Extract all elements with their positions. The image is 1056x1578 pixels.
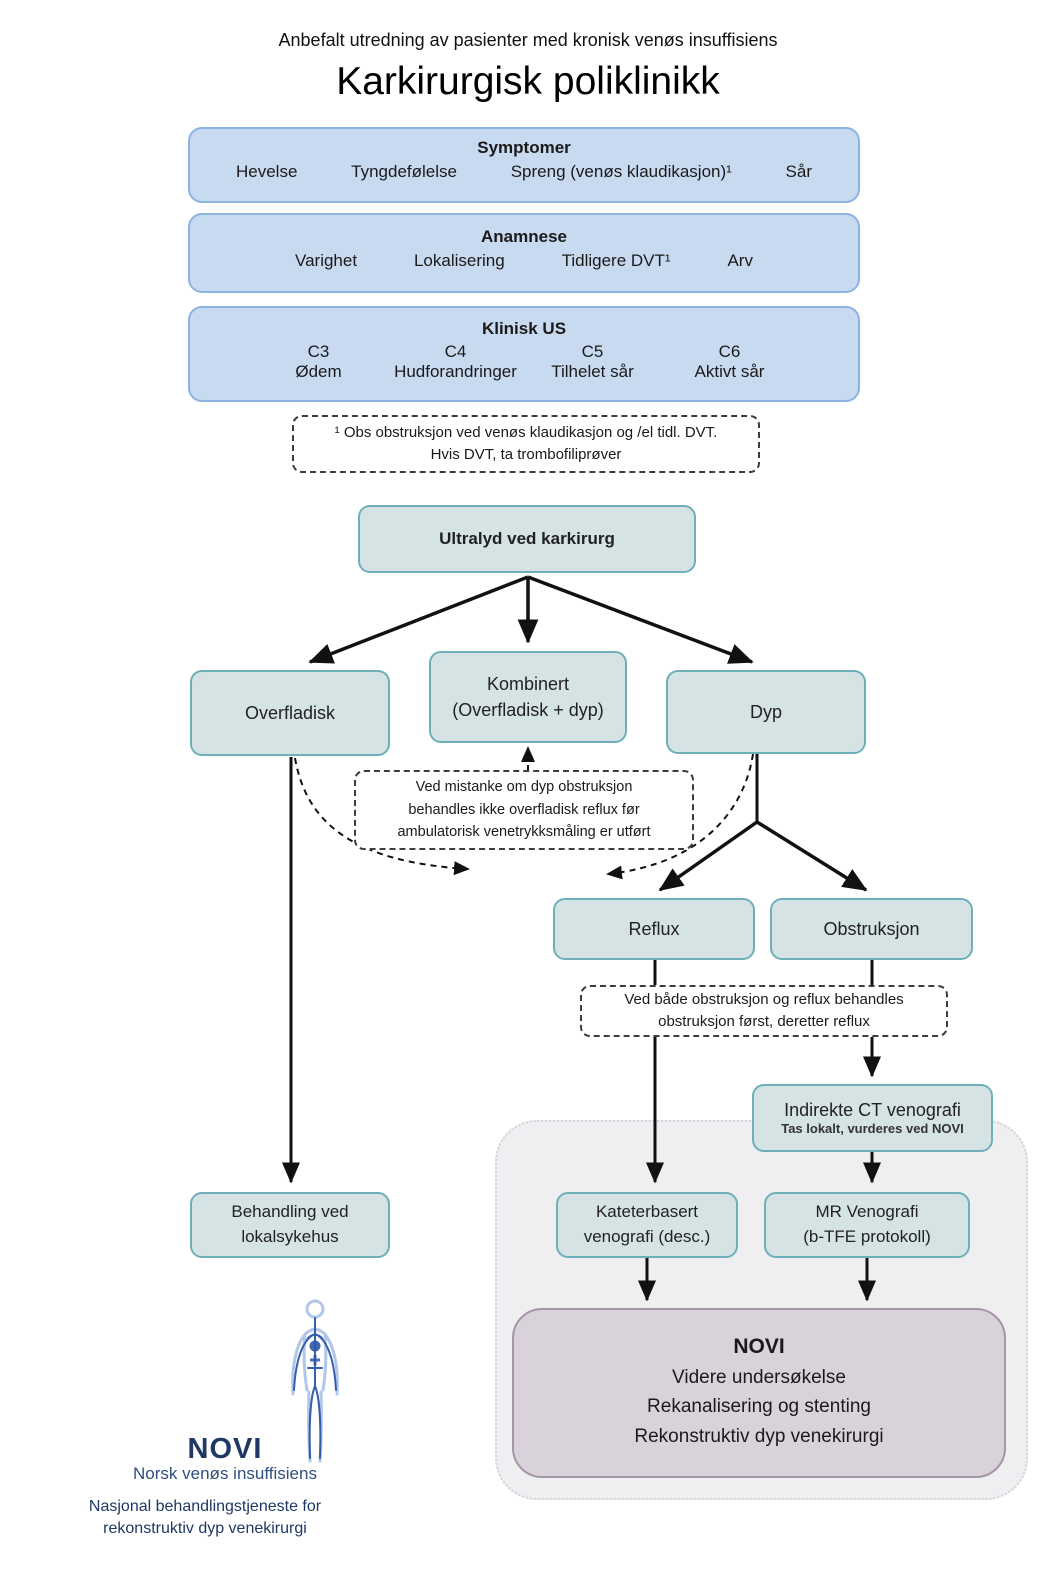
klinisk-label: Ødem xyxy=(295,362,342,381)
novi-tagline-line: Nasjonal behandlingstjeneste for xyxy=(88,1498,322,1515)
note-line: ambulatorisk venetrykksmåling er utført xyxy=(397,824,651,841)
novi-logo-tagline: Nasjonal behandlingstjeneste for rekonst… xyxy=(55,1496,355,1541)
mr-line: MR Venografi xyxy=(815,1202,919,1222)
klinisk-us-box: Klinisk US C3 Ødem C4 Hudforandringer C5… xyxy=(188,306,860,402)
anamnese-item: Arv xyxy=(727,251,753,270)
symptom-item: Spreng (venøs klaudikasjon)¹ xyxy=(510,162,732,181)
page-title: Karkirurgisk poliklinikk xyxy=(336,60,720,103)
klinisk-col-c4: C4 Hudforandringer xyxy=(387,342,524,382)
kombinert-box: Kombinert (Overfladisk + dyp) xyxy=(429,651,627,743)
symptom-item: Hevelse xyxy=(236,162,298,181)
klinisk-code: C3 xyxy=(307,342,330,361)
klinisk-label: Aktivt sår xyxy=(694,362,765,381)
note-line: obstruksjon først, deretter reflux xyxy=(658,1013,870,1030)
page-subtitle: Anbefalt utredning av pasienter med kron… xyxy=(278,30,778,50)
kateter-line: Kateterbasert xyxy=(595,1202,699,1222)
ct-venografi-subtitle: Tas lokalt, vurderes ved NOVI xyxy=(781,1121,964,1136)
anamnese-item: Lokalisering xyxy=(413,251,505,270)
klinisk-us-title: Klinisk US xyxy=(481,319,567,338)
footnote-line: Hvis DVT, ta trombofiliprøver xyxy=(430,446,622,463)
ultralyd-box: Ultralyd ved karkirurg xyxy=(358,505,696,573)
overfladisk-box: Overfladisk xyxy=(190,670,390,756)
symptomer-title: Symptomer xyxy=(477,138,571,157)
ultralyd-label: Ultralyd ved karkirurg xyxy=(439,529,615,548)
klinisk-code: C5 xyxy=(581,342,604,361)
obstruksjon-box: Obstruksjon xyxy=(770,898,973,960)
symptom-item: Tyngdefølelse xyxy=(351,162,457,181)
novi-outcome-lines: Videre undersøkelse Rekanalisering og st… xyxy=(634,1363,883,1451)
anamnese-title: Anamnese xyxy=(481,227,567,246)
dyp-box: Dyp xyxy=(666,670,866,754)
kateter-line: venografi (desc.) xyxy=(583,1227,711,1246)
kateterbasert-venografi-box: Kateterbasert venografi (desc.) xyxy=(556,1192,738,1258)
klinisk-col-c3: C3 Ødem xyxy=(250,342,387,382)
novi-outcome-line: Rekonstruktiv dyp venekirurgi xyxy=(634,1425,884,1447)
kombinert-line: Kombinert xyxy=(486,673,570,694)
footnote-box: ¹ Obs obstruksjon ved venøs klaudikasjon… xyxy=(292,415,760,473)
behandling-lokalsykehus-box: Behandling ved lokalsykehus xyxy=(190,1192,390,1258)
mr-venografi-box: MR Venografi (b-TFE protokoll) xyxy=(764,1192,970,1258)
novi-outcome-line: Videre undersøkelse xyxy=(672,1366,846,1388)
klinisk-col-c5: C5 Tilhelet sår xyxy=(524,342,661,382)
obstruksjon-label: Obstruksjon xyxy=(823,918,920,939)
behandlingsrekkefolge-note: Ved både obstruksjon og reflux behandles… xyxy=(580,985,948,1037)
kombinert-line: (Overfladisk + dyp) xyxy=(452,700,604,720)
klinisk-code: C6 xyxy=(718,342,741,361)
symptomer-box: Symptomer Hevelse Tyngdefølelse Spreng (… xyxy=(188,127,860,203)
behandling-line: lokalsykehus xyxy=(241,1227,339,1246)
reflux-box: Reflux xyxy=(553,898,755,960)
dyp-label: Dyp xyxy=(749,701,782,722)
note-line: Ved mistanke om dyp obstruksjon xyxy=(415,779,633,796)
novi-outcome-title: NOVI xyxy=(733,1334,785,1358)
klinisk-label: Tilhelet sår xyxy=(551,362,634,381)
anamnese-item: Varighet xyxy=(295,251,358,270)
novi-outcome-box: NOVI Videre undersøkelse Rekanalisering … xyxy=(512,1308,1006,1478)
overfladisk-label: Overfladisk xyxy=(244,702,336,723)
ct-venografi-title: Indirekte CT venografi xyxy=(784,1100,961,1120)
anamnese-item: Tidligere DVT¹ xyxy=(561,251,671,270)
novi-logo-subtitle: Norsk venøs insuffisiens xyxy=(133,1464,317,1483)
footnote-line: ¹ Obs obstruksjon ved venøs klaudikasjon… xyxy=(334,424,718,442)
ct-venografi-box: Indirekte CT venografi Tas lokalt, vurde… xyxy=(752,1084,993,1152)
klinisk-code: C4 xyxy=(444,342,467,361)
mr-line: (b-TFE protokoll) xyxy=(803,1227,931,1246)
dyp-obstruksjon-note: Ved mistanke om dyp obstruksjon behandle… xyxy=(354,770,694,850)
novi-body-figure-icon xyxy=(291,1299,339,1463)
reflux-label: Reflux xyxy=(628,918,680,939)
anamnese-box: Anamnese Varighet Lokalisering Tidligere… xyxy=(188,213,860,293)
novi-tagline-line: rekonstruktiv dyp venekirurgi xyxy=(103,1520,307,1538)
note-line: Ved både obstruksjon og reflux behandles xyxy=(624,991,904,1009)
klinisk-label: Hudforandringer xyxy=(394,362,517,381)
klinisk-col-c6: C6 Aktivt sår xyxy=(661,342,798,382)
novi-logo-name: NOVI xyxy=(187,1433,263,1465)
behandling-line: Behandling ved xyxy=(231,1202,349,1222)
note-line: behandles ikke overfladisk reflux før xyxy=(408,801,640,818)
symptom-item: Sår xyxy=(785,162,812,181)
novi-outcome-line: Rekanalisering og stenting xyxy=(647,1396,871,1418)
